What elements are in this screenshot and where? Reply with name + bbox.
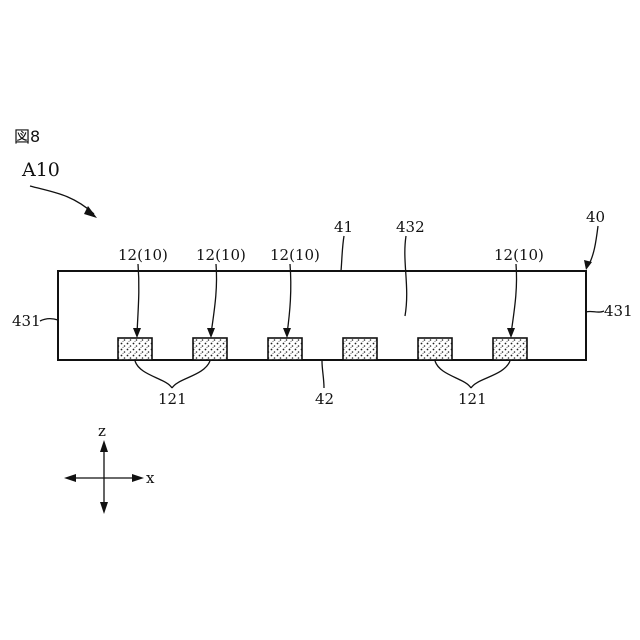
side-surface-left-leader bbox=[40, 319, 58, 321]
assembly-pointer-arrow bbox=[30, 186, 94, 214]
x-axis-label: x bbox=[146, 469, 155, 487]
top-surface-label: 41 bbox=[334, 218, 353, 236]
element-label-2: 12(10) bbox=[196, 246, 246, 264]
bottom-face-leader-left-1 bbox=[135, 361, 172, 388]
bottom-face-leader-right-2 bbox=[471, 361, 510, 388]
bottom-face-leader-left-2 bbox=[172, 361, 210, 388]
package-label: 40 bbox=[586, 208, 605, 226]
side-surface-left-label: 431 bbox=[12, 312, 41, 330]
bottom-surface-label: 42 bbox=[315, 390, 334, 408]
z-axis-up-arrowhead bbox=[100, 440, 108, 452]
package-leader bbox=[588, 226, 598, 266]
element-label-3: 12(10) bbox=[270, 246, 320, 264]
bottom-face-leader-right-1 bbox=[435, 361, 471, 388]
top-surface-leader bbox=[341, 236, 344, 271]
z-axis-down-arrowhead bbox=[100, 502, 108, 514]
x-axis-right-arrowhead bbox=[132, 474, 144, 482]
bottom-surface-leader bbox=[322, 361, 324, 388]
element-chip-3 bbox=[268, 338, 302, 360]
figure-number: 図8 bbox=[14, 127, 40, 146]
side-surface-right-label: 431 bbox=[604, 302, 633, 320]
z-axis-label: z bbox=[98, 422, 106, 440]
inner-region-label: 432 bbox=[396, 218, 425, 236]
axis-indicator: z x bbox=[64, 422, 155, 514]
element-chip-5 bbox=[418, 338, 452, 360]
element-label-1: 12(10) bbox=[118, 246, 168, 264]
element-chip-2 bbox=[193, 338, 227, 360]
element-label-6: 12(10) bbox=[494, 246, 544, 264]
assembly-label: A10 bbox=[21, 159, 60, 181]
element-chip-4 bbox=[343, 338, 377, 360]
element-chip-1 bbox=[118, 338, 152, 360]
bottom-face-label-left: 121 bbox=[158, 390, 187, 408]
side-surface-right-leader bbox=[586, 311, 604, 312]
bottom-face-label-right: 121 bbox=[458, 390, 487, 408]
x-axis-left-arrowhead bbox=[64, 474, 76, 482]
element-chip-6 bbox=[493, 338, 527, 360]
